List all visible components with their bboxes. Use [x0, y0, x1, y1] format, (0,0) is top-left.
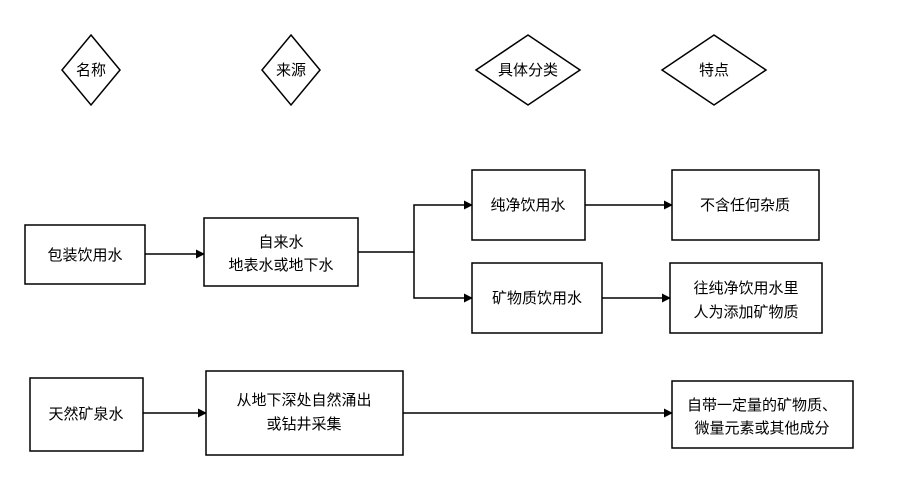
node-packaged-water: 包装饮用水 [24, 224, 146, 285]
node-natural-spring-water: 天然矿泉水 [29, 377, 144, 452]
header-category: 具体分类 [474, 34, 582, 106]
header-source: 来源 [261, 33, 321, 107]
connector-tap-to-mineral [413, 252, 473, 303]
node-spring-feature-line1: 自带一定量的矿物质、 [687, 396, 837, 414]
node-mineral-feature: 往纯净饮用水里 人为添加矿物质 [669, 262, 823, 334]
node-natural-spring-water-label: 天然矿泉水 [48, 405, 123, 423]
header-feature-label: 特点 [699, 61, 729, 79]
diamond-shape [61, 33, 121, 107]
diamond-shape [474, 34, 582, 106]
header-feature: 特点 [660, 34, 768, 106]
header-name-label: 名称 [76, 61, 106, 79]
node-mineral-feature-line2: 人为添加矿物质 [693, 303, 798, 321]
connector-tap-to-pure [358, 200, 473, 253]
header-name: 名称 [61, 33, 121, 107]
node-mineral-water: 矿物质饮用水 [471, 262, 603, 334]
node-spring-source: 从地下深处自然涌出 或钻井采集 [205, 370, 404, 456]
node-no-impurities-label: 不含任何杂质 [700, 196, 790, 214]
node-no-impurities: 不含任何杂质 [671, 169, 820, 241]
node-spring-feature-line2: 微量元素或其他成分 [694, 419, 829, 437]
node-spring-source-line1: 从地下深处自然涌出 [236, 391, 371, 409]
node-mineral-feature-line1: 往纯净饮用水里 [693, 279, 798, 297]
node-pure-water-label: 纯净饮用水 [490, 196, 565, 214]
header-category-label: 具体分类 [498, 61, 558, 79]
node-spring-feature: 自带一定量的矿物质、 微量元素或其他成分 [671, 380, 854, 449]
node-mineral-water-label: 矿物质饮用水 [492, 289, 582, 307]
diamond-shape [660, 34, 768, 106]
header-source-label: 来源 [276, 61, 306, 79]
node-packaged-water-label: 包装饮用水 [47, 246, 122, 264]
node-tap-water: 自来水 地表水或地下水 [203, 217, 359, 287]
diamond-shape [261, 33, 321, 107]
node-spring-source-line2: 或钻井采集 [266, 415, 341, 433]
node-tap-water-line1: 自来水 [258, 233, 303, 251]
node-tap-water-line2: 地表水或地下水 [228, 256, 333, 274]
node-pure-water: 纯净饮用水 [471, 169, 586, 241]
